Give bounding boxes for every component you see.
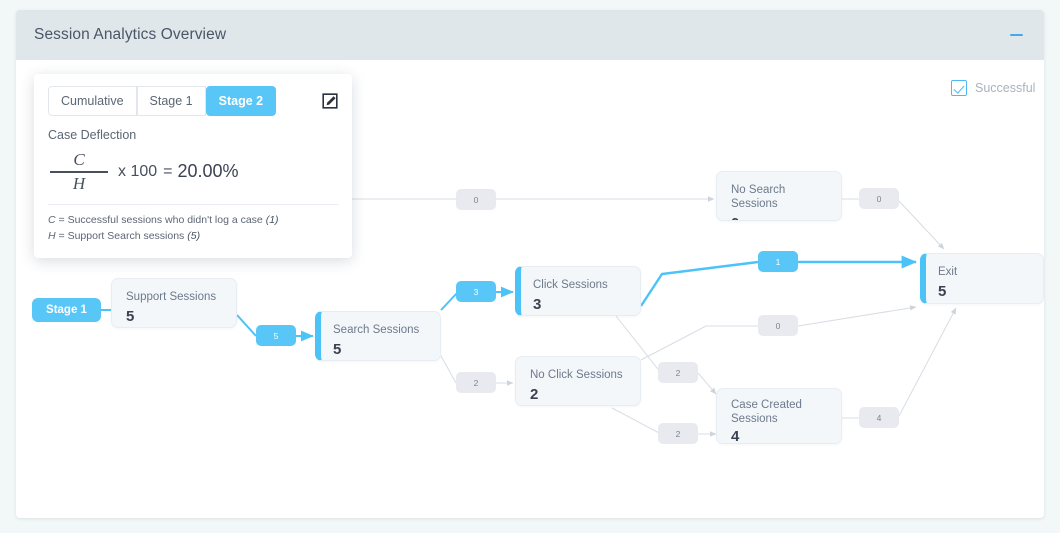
node-label: Support Sessions [126,291,217,303]
successful-checkbox[interactable] [951,80,967,96]
node-value: 3 [533,296,542,313]
node-no-search-sessions[interactable]: No Search Sessions 0 [716,171,842,221]
metric-title: Case Deflection [48,128,137,142]
node-label: No Click Sessions [530,369,623,381]
node-support-sessions[interactable]: Support Sessions 5 [111,278,237,328]
edge-label-click-to-casecreated: 2 [658,362,698,383]
definition-text: Support Search sessions [67,229,185,242]
definition-eq: = [58,213,65,226]
divider [48,203,338,205]
definition-symbol: C [48,213,56,226]
page-title: Session Analytics Overview [34,26,227,43]
definition-c: C = Successful sessions who didn't log a… [48,212,338,228]
definition-symbol: H [48,229,56,242]
flow-edges [101,196,957,437]
formula-result: 20.00% [177,161,239,182]
edit-square-icon[interactable] [322,93,338,109]
node-value: 2 [530,386,539,403]
edge-label-noclick-to-casecreated: 2 [658,423,698,444]
fraction-numerator: C [73,150,85,169]
node-value: 4 [731,428,740,444]
node-click-sessions[interactable]: Click Sessions 3 [515,266,641,316]
card-header: Session Analytics Overview [16,10,1044,60]
analytics-card: Session Analytics Overview Successful [16,10,1044,518]
node-case-created-sessions[interactable]: Case Created Sessions 4 [716,388,842,444]
edge-label-casecreated-to-exit: 4 [859,407,899,428]
fraction: C H [48,150,110,194]
definition-eq: = [58,229,65,242]
formula-equals: = [163,162,173,180]
edge-label-click-to-exit: 1 [758,251,798,272]
definition-h: H = Support Search sessions (5) [48,228,338,244]
formula-operator: x 100 [118,162,158,180]
definition-value: (5) [187,229,201,242]
minus-icon[interactable] [1006,25,1026,45]
node-exit[interactable]: Exit 5 [920,253,1044,304]
definition-text: Successful sessions who didn't log a cas… [67,213,263,226]
node-value: 0 [731,215,831,220]
node-label: Exit [938,266,958,278]
node-search-sessions[interactable]: Search Sessions 5 [315,311,441,361]
metric-popover: Cumulative Stage 1 Stage 2 Case Deflecti… [34,74,352,258]
tab-stage-1[interactable]: Stage 1 [136,86,206,116]
node-value: 5 [938,283,947,300]
node-label: Search Sessions [333,324,420,336]
tab-stage-2[interactable]: Stage 2 [205,86,277,116]
fraction-bar [50,171,108,173]
node-value: 5 [126,308,135,325]
formula: C H x 100 = 20.00% [48,150,338,194]
edge-label-nosearch-to-exit: 0 [859,188,899,209]
edge-label-support-to-search: 5 [256,325,296,346]
legend-label: Successful [975,81,1036,95]
node-label: Case Created Sessions [731,399,802,425]
edge-label-search-to-click: 3 [456,281,496,302]
edge-label-support-to-nosearch: 0 [456,189,496,210]
edge-label-noclick-to-exit: 0 [758,315,798,336]
tab-cumulative[interactable]: Cumulative [48,86,137,116]
node-label: No Search Sessions [731,184,786,210]
stage-tabs: Cumulative Stage 1 Stage 2 [48,86,338,116]
fraction-denominator: H [72,173,86,193]
legend-successful[interactable]: Successful [951,80,1035,96]
flow-canvas: Stage 1 Support Sessions 5 Search Sessio… [16,60,1044,518]
node-value: 5 [333,341,342,358]
edge-label-search-to-noclick: 2 [456,372,496,393]
node-no-click-sessions[interactable]: No Click Sessions 2 [515,356,641,406]
node-label: Click Sessions [533,279,608,291]
stage-badge[interactable]: Stage 1 [32,298,101,322]
definition-value: (1) [265,213,279,226]
